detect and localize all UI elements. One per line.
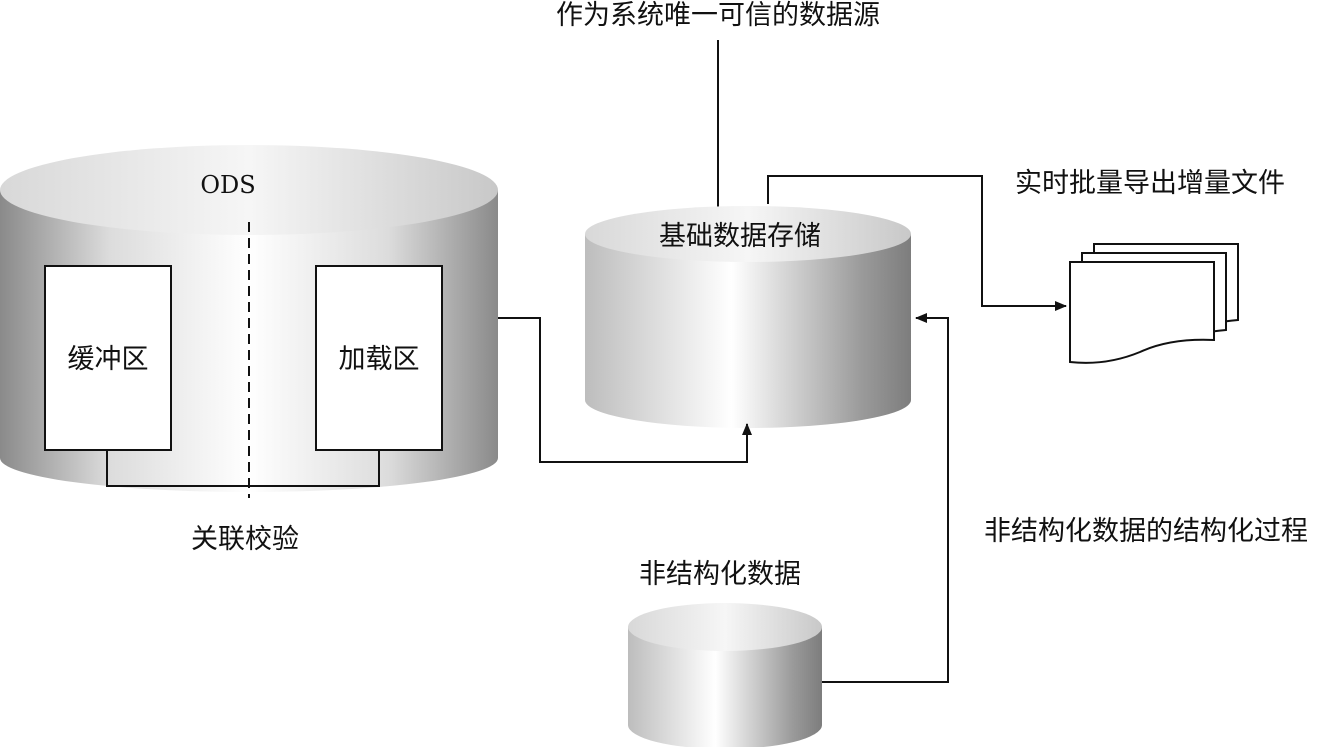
unstructured-data-cylinder <box>628 603 822 747</box>
buffer-zone-box <box>44 265 172 451</box>
structuring-process-label: 非结构化数据的结构化过程 <box>984 516 1308 547</box>
document-stack-icon <box>1069 243 1239 364</box>
unstructured-to-storage-arrow <box>822 313 949 683</box>
trusted-source-label: 作为系统唯一可信的数据源 <box>556 0 880 31</box>
storage-to-export-arrow <box>767 175 1067 311</box>
realtime-export-label: 实时批量导出增量文件 <box>1015 168 1285 199</box>
association-connector <box>106 450 380 487</box>
association-check-label: 关联校验 <box>191 524 299 555</box>
load-zone-label: 加载区 <box>339 344 420 375</box>
ods-label: ODS <box>200 171 255 199</box>
base-storage-label: 基础数据存储 <box>659 221 821 252</box>
base-storage-cylinder <box>585 206 911 428</box>
ods-to-storage-arrow <box>498 317 752 463</box>
buffer-zone-label: 缓冲区 <box>68 344 149 375</box>
unstructured-data-label: 非结构化数据 <box>639 559 801 590</box>
